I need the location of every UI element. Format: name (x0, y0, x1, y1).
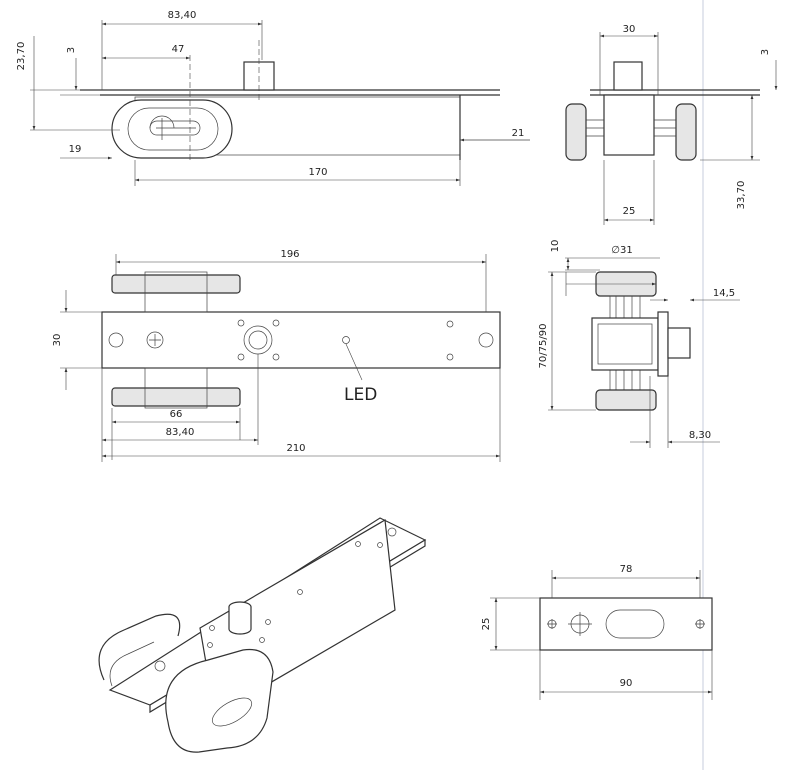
side-view-knob-right (675, 103, 697, 161)
dim-label-90: 90 (620, 678, 633, 689)
end-view-knob-bottom (595, 389, 657, 411)
dim-label-83-40-front: 83,40 (166, 427, 195, 438)
side-view-knob-left (565, 103, 587, 161)
plate-view: 78 25 90 (481, 564, 713, 700)
front-view-led-dot (342, 336, 350, 344)
dim-label-10: 10 (550, 240, 561, 253)
iso-keyhole (211, 697, 253, 727)
plate-slot (605, 609, 665, 639)
end-view-bolt (667, 327, 691, 359)
dim-label-33-70: 33,70 (736, 181, 747, 210)
iso-knob-front (165, 648, 274, 753)
front-view-knob-top (111, 274, 241, 294)
dim-label-70-75-90: 70/75/90 (538, 324, 549, 369)
dim-label-83-40-top: 83,40 (168, 10, 197, 21)
dim-label-66: 66 (170, 409, 183, 420)
front-view-faceplate (101, 311, 501, 369)
front-view-screw-hole-left (108, 332, 124, 348)
dim-label-78: 78 (620, 564, 633, 575)
led-leader-line (345, 343, 363, 381)
dim-label-47: 47 (172, 44, 185, 55)
top-view-keyhole (149, 115, 196, 140)
dim-label-3-side: 3 (760, 49, 771, 55)
top-view-cylinder-housing (111, 99, 233, 159)
front-view-knob-bottom (111, 387, 241, 407)
dim-label-25-side: 25 (623, 206, 636, 217)
top-view: 83,40 47 23,70 3 19 170 21 (16, 10, 530, 186)
dim-label-30-side: 30 (623, 24, 636, 35)
dim-label-14-5: 14,5 (713, 288, 735, 299)
front-view: LED 196 30 66 83,40 210 (52, 249, 501, 462)
end-view-plate (657, 311, 669, 377)
side-view-body (603, 94, 655, 156)
top-view-cylinder-inner (127, 107, 219, 151)
end-view: 10 ∅31 14,5 70/75/90 8,30 (538, 240, 740, 448)
top-view-keyhole-slot (149, 120, 201, 136)
dim-label-170: 170 (308, 167, 327, 178)
iso-knob-left (98, 613, 181, 681)
iso-bolt (228, 607, 252, 635)
dim-label-196: 196 (280, 249, 299, 260)
dim-label-8-30: 8,30 (689, 430, 711, 441)
front-view-screw-hole-right (478, 332, 494, 348)
front-view-knob-bottom-stem (144, 367, 208, 409)
dim-label-210: 210 (286, 443, 305, 454)
led-label: LED (344, 385, 377, 405)
dim-label-30-front: 30 (52, 334, 63, 347)
dim-label-3-top: 3 (66, 47, 77, 53)
dim-label-25-plate: 25 (481, 618, 492, 631)
end-view-body (591, 317, 659, 371)
plate-body (539, 597, 713, 651)
dim-label-19: 19 (69, 144, 82, 155)
front-view-screw-left (146, 331, 164, 349)
front-view-knob-top-stem (144, 271, 208, 313)
dim-label-dia31: ∅31 (611, 245, 632, 256)
dim-label-23-70: 23,70 (16, 42, 27, 71)
side-view: 30 3 25 33,70 (565, 24, 778, 225)
dim-label-21: 21 (512, 128, 525, 139)
isometric-view (98, 517, 427, 753)
side-view-bolt (613, 61, 643, 91)
